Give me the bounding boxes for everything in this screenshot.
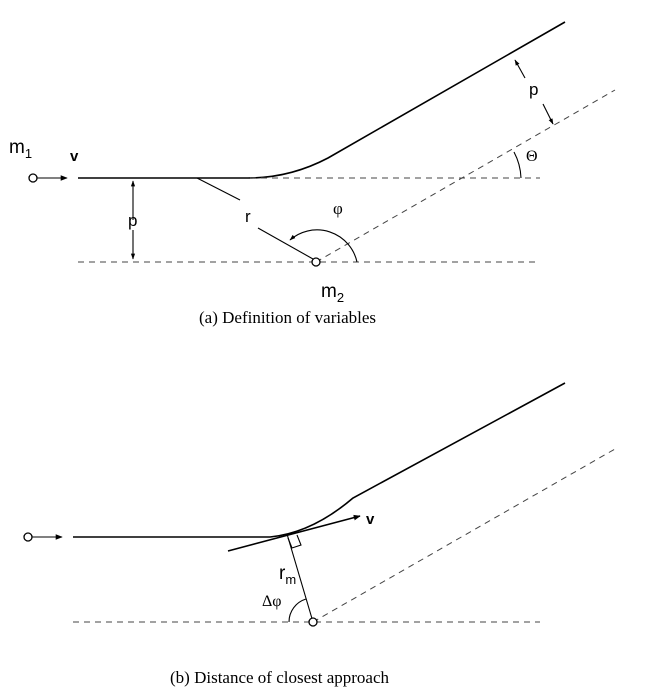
tangent-velocity-label: v xyxy=(366,511,375,528)
angle-theta-arc xyxy=(513,151,522,179)
tangent-velocity-line xyxy=(227,514,361,552)
radius-line-lower xyxy=(257,227,314,260)
right-angle-marker xyxy=(287,534,302,549)
impact-parameter-right-label: p xyxy=(529,80,538,99)
incoming-particle-marker xyxy=(23,532,33,542)
panel-b-closest-approach: v rm Δφ (b) Distance of closest approach xyxy=(23,382,616,687)
panel-a-caption: (a) Definition of variables xyxy=(199,308,376,327)
mass1-marker xyxy=(28,173,38,183)
mass2-label: m2 xyxy=(321,281,344,305)
panel-a-definition-of-variables: m1 v p p r φ Θ m2 (a) Definition of vari… xyxy=(9,21,616,327)
trajectory-path-b xyxy=(73,382,566,538)
radius-label: r xyxy=(245,207,251,226)
mass1-label: m1 xyxy=(9,137,32,161)
delta-phi-arc xyxy=(288,598,307,623)
mass2-marker xyxy=(311,257,321,267)
angle-phi-arc xyxy=(289,229,358,263)
velocity-label: v xyxy=(70,148,79,165)
panel-b-caption: (b) Distance of closest approach xyxy=(170,668,390,687)
outgoing-asymptote-line xyxy=(315,89,616,263)
radius-line-upper xyxy=(196,177,241,201)
outgoing-asymptote-line-b xyxy=(312,448,616,623)
impact-parameter-right-arrow-lower xyxy=(542,103,554,125)
closest-approach-radius-line xyxy=(286,533,314,623)
closest-approach-label: rm xyxy=(279,563,296,587)
angle-phi-label: φ xyxy=(333,199,343,218)
impact-parameter-label: p xyxy=(128,211,137,230)
scattering-center-marker xyxy=(308,617,318,627)
angle-theta-label: Θ xyxy=(526,148,538,165)
impact-parameter-right-arrow-upper xyxy=(514,59,526,79)
delta-phi-label: Δφ xyxy=(262,593,282,610)
trajectory-path xyxy=(78,21,566,179)
